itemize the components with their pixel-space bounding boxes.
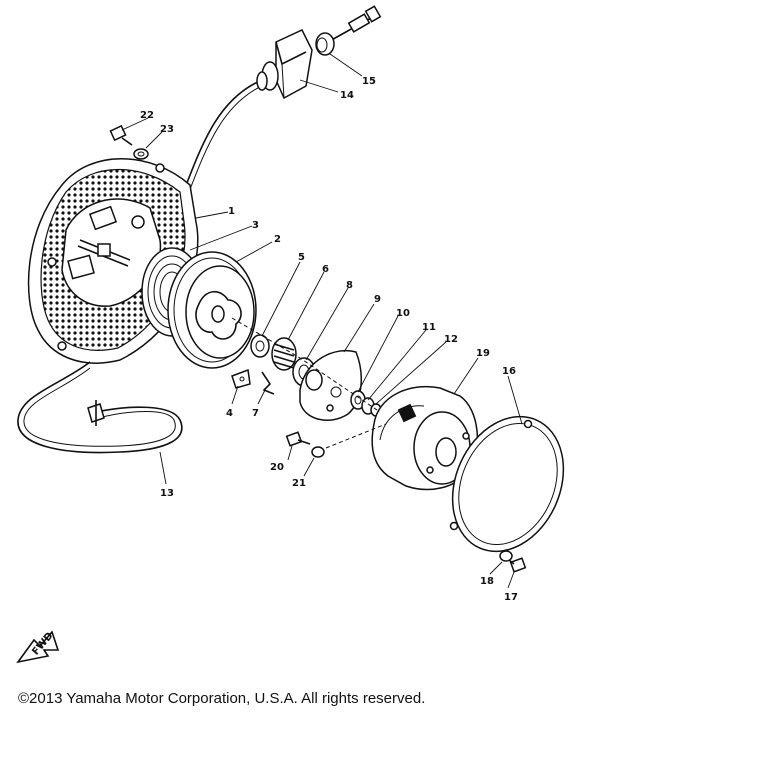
cover-case-part-19 — [371, 386, 479, 491]
callout-12: 12 — [444, 334, 458, 345]
callout-15: 15 — [362, 76, 376, 87]
clip-part-7 — [261, 371, 275, 395]
pawl-part-4 — [231, 368, 251, 389]
svg-text:FWD: FWD — [30, 630, 55, 657]
washer-part-18 — [499, 550, 513, 562]
ratchet-guide-part-9 — [299, 350, 362, 421]
callout-23: 23 — [160, 124, 174, 135]
washer-part-5 — [250, 334, 270, 358]
callout-7: 7 — [252, 408, 259, 419]
grip-block-part-14 — [256, 29, 313, 100]
leader-lines — [121, 53, 523, 589]
coil-spring-part-6 — [271, 337, 297, 371]
callout-17: 17 — [504, 592, 518, 603]
callout-3: 3 — [252, 220, 259, 231]
callout-13: 13 — [160, 488, 174, 499]
callout-16: 16 — [502, 366, 516, 377]
top-bolt — [327, 5, 382, 43]
callout-4: 4 — [226, 408, 233, 419]
washer-part-23 — [133, 148, 149, 160]
callout-2: 2 — [274, 234, 281, 245]
callout-9: 9 — [374, 294, 381, 305]
callout-22: 22 — [140, 110, 154, 121]
copyright-notice: ©2013 Yamaha Motor Corporation, U.S.A. A… — [18, 690, 426, 707]
cable-loop-part-13 — [17, 361, 183, 454]
fwd-arrow-icon: FWD — [16, 630, 60, 664]
callout-10: 10 — [396, 308, 410, 319]
spacer-part-15 — [315, 32, 335, 56]
callout-19: 19 — [476, 348, 490, 359]
callout-21: 21 — [292, 478, 306, 489]
bolt-part-22 — [109, 124, 133, 146]
callout-5: 5 — [298, 252, 305, 263]
callout-11: 11 — [422, 322, 436, 333]
bolt-part-20 — [285, 431, 311, 447]
callout-8: 8 — [346, 280, 353, 291]
callout-20: 20 — [270, 462, 284, 473]
callout-6: 6 — [322, 264, 329, 275]
callout-1: 1 — [228, 206, 235, 217]
pulley-part-2 — [167, 251, 257, 369]
callout-18: 18 — [480, 576, 494, 587]
callout-14: 14 — [340, 90, 354, 101]
washer-part-21 — [311, 446, 325, 458]
cover-ring-part-16 — [449, 415, 565, 553]
